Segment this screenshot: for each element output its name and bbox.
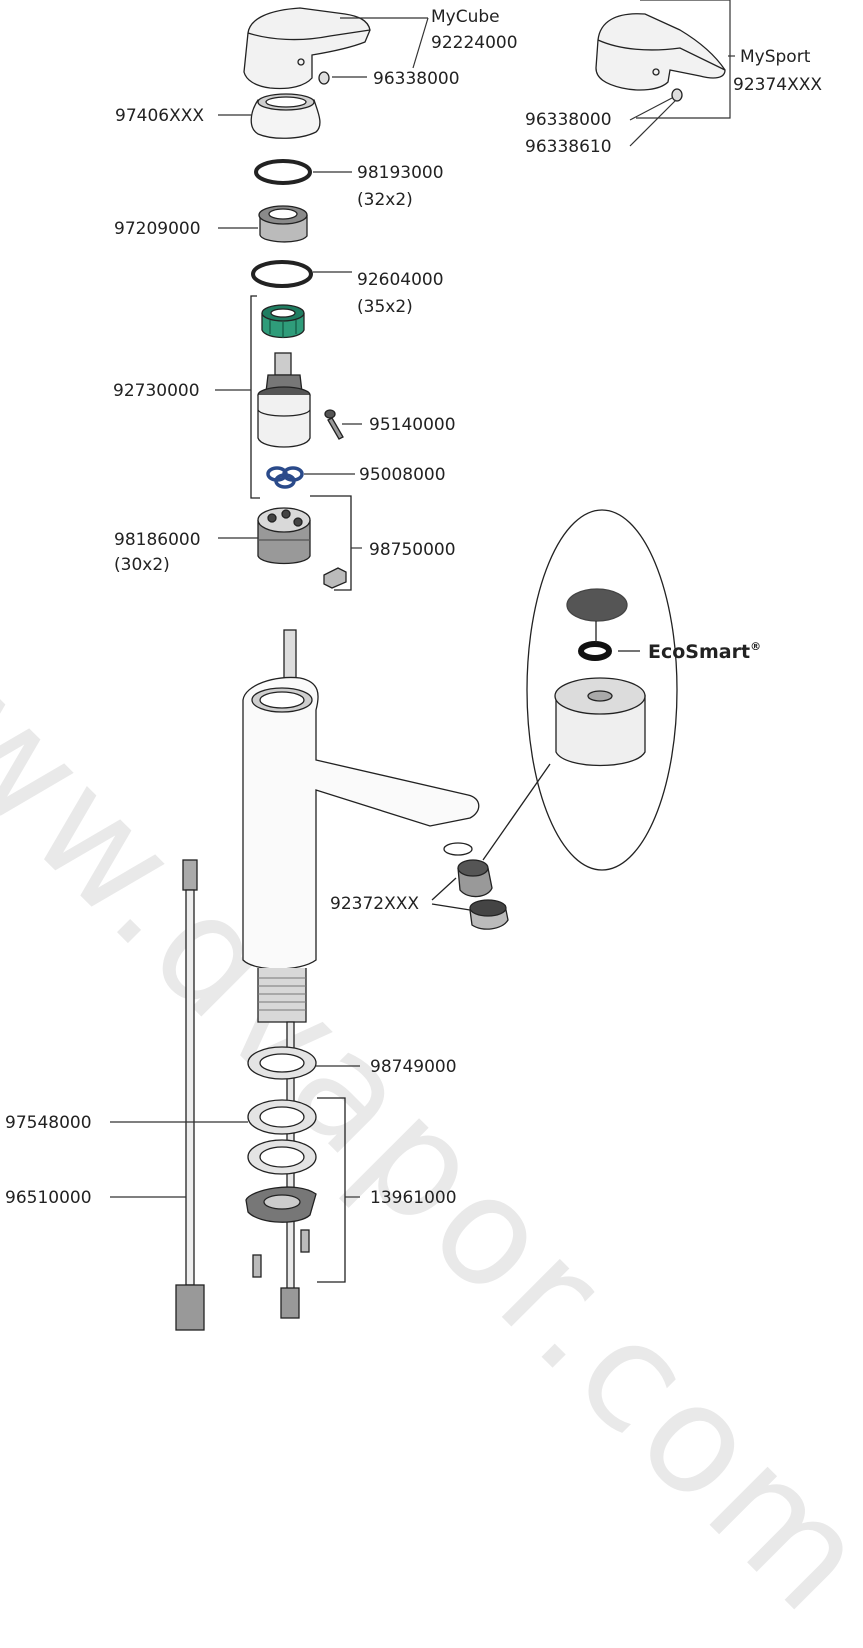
label-pin-a: 96338000 [373, 69, 460, 89]
clip [323, 567, 347, 589]
label-pin-b: 96338000 [525, 110, 612, 130]
label-ring-mid: 97548000 [5, 1113, 92, 1133]
label-hose: 96510000 [5, 1188, 92, 1208]
label-mycube-name: MyCube [431, 7, 500, 27]
label-aerator: 92372XXX [330, 894, 419, 914]
pin-96338000-top [318, 71, 330, 85]
label-oring2: 92604000 [357, 270, 444, 290]
seals [266, 466, 304, 489]
label-oring1: 98193000 [357, 163, 444, 183]
label-mysport-name: MySport [740, 47, 811, 67]
label-oring2-size: (35x2) [357, 297, 413, 317]
exploded-parts-diagram: MyCube 92224000 96338000 MySport 92374XX… [5, 0, 822, 1331]
o-ring-32 [254, 159, 312, 185]
label-oring1-size: (32x2) [357, 190, 413, 210]
flexible-hose [175, 859, 205, 1331]
label-ring-top: 98749000 [370, 1057, 457, 1077]
pin-96338000-right [671, 88, 683, 102]
screw [324, 409, 344, 440]
label-cap: 97406XXX [115, 106, 204, 126]
ecosmart-inset [482, 509, 678, 871]
mysport-handle [595, 13, 726, 91]
label-mysport-code: 92374XXX [733, 75, 822, 95]
mycube-handle [243, 7, 371, 90]
label-ecosmart: EcoSmart® [648, 640, 761, 663]
diverter [257, 507, 311, 565]
ring-lower [247, 1139, 317, 1175]
ring-97548000 [247, 1099, 317, 1135]
label-cartridge: 92730000 [113, 381, 200, 401]
cartridge [257, 352, 311, 448]
label-mount-set: 13961000 [370, 1188, 457, 1208]
label-diverter-size: (30x2) [114, 555, 170, 575]
label-diverter: 98186000 [114, 530, 201, 550]
mounting-plate [245, 1186, 317, 1223]
mounting-screws [252, 1229, 310, 1278]
nut [258, 205, 308, 243]
o-ring-35 [251, 260, 313, 288]
aerator-parts [431, 842, 509, 930]
label-seals: 95008000 [359, 465, 446, 485]
label-pin-c: 96338610 [525, 137, 612, 157]
ring-98749000 [247, 1046, 317, 1080]
faucet-body [242, 629, 480, 1023]
label-nut: 97209000 [114, 219, 201, 239]
cap-cover [250, 93, 321, 139]
label-clip: 98750000 [369, 540, 456, 560]
label-mycube-code: 92224000 [431, 33, 518, 53]
cartridge-adapter-ring [261, 304, 305, 339]
label-screw: 95140000 [369, 415, 456, 435]
